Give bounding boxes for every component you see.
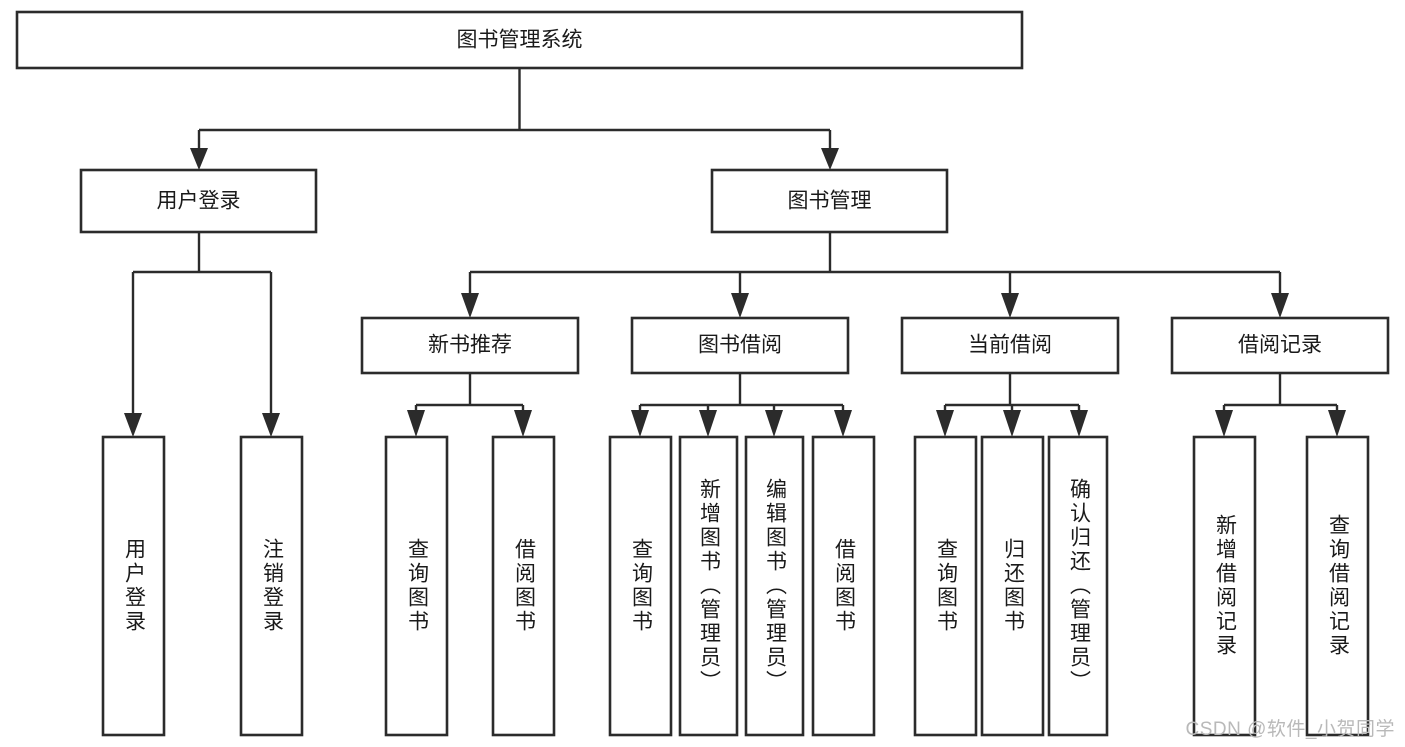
arrowhead-leaf-borrow-book-1 (514, 410, 532, 437)
node-leaf-add-borrow-record[interactable]: 新增借阅记录 (1192, 435, 1257, 737)
arrowhead-new-book-recommend (461, 293, 479, 318)
node-leaf-return-book-box[interactable] (980, 435, 1045, 737)
node-leaf-logout-login-label: 注销登录 (260, 538, 284, 634)
node-leaf-add-book-admin-label: 新增图书（管理员） (697, 478, 721, 694)
node-leaf-edit-book-admin-label: 编辑图书（管理员） (763, 478, 787, 694)
node-book-management[interactable]: 图书管理 (710, 168, 949, 234)
node-leaf-query-book-3[interactable]: 查询图书 (913, 435, 978, 737)
node-leaf-query-book-3-box[interactable] (913, 435, 978, 737)
arrowhead-leaf-query-book-1 (407, 410, 425, 437)
node-leaf-query-borrow-record-label: 查询借阅记录 (1326, 514, 1350, 658)
arrowhead-leaf-edit-book-admin (765, 410, 783, 437)
node-root-box[interactable] (15, 10, 1024, 70)
node-leaf-borrow-book-1-box[interactable] (491, 435, 556, 737)
node-root[interactable]: 图书管理系统 (15, 10, 1024, 70)
node-user-login-box[interactable] (79, 168, 318, 234)
node-leaf-query-book-1-label: 查询图书 (405, 538, 429, 634)
node-leaf-borrow-book-2[interactable]: 借阅图书 (811, 435, 876, 737)
node-leaf-edit-book-admin[interactable]: 编辑图书（管理员） (744, 435, 805, 737)
arrowhead-leaf-query-borrow-record (1328, 410, 1346, 437)
node-book-borrow-label: 图书借阅 (698, 334, 782, 357)
node-leaf-confirm-return-admin-box[interactable] (1047, 435, 1109, 737)
connector-layer (124, 68, 1346, 437)
node-leaf-logout-login-box[interactable] (239, 435, 304, 737)
node-leaf-borrow-book-2-box[interactable] (811, 435, 876, 737)
node-root-label: 图书管理系统 (457, 29, 583, 52)
node-leaf-user-login-label: 用户登录 (122, 538, 146, 634)
node-leaf-borrow-book-1-label: 借阅图书 (512, 538, 536, 634)
node-borrow-record[interactable]: 借阅记录 (1170, 316, 1390, 375)
node-new-book-recommend-label: 新书推荐 (428, 334, 512, 357)
node-leaf-logout-login[interactable]: 注销登录 (239, 435, 304, 737)
node-new-book-recommend-box[interactable] (360, 316, 580, 375)
arrowhead-current-borrow (1001, 293, 1019, 318)
node-new-book-recommend[interactable]: 新书推荐 (360, 316, 580, 375)
arrowhead-userlogin (190, 148, 208, 170)
node-leaf-query-book-1-box[interactable] (384, 435, 449, 737)
node-current-borrow[interactable]: 当前借阅 (900, 316, 1120, 375)
node-leaf-query-book-2-box[interactable] (608, 435, 673, 737)
node-book-management-label: 图书管理 (788, 190, 872, 213)
node-book-borrow-box[interactable] (630, 316, 850, 375)
arrowhead-leaf-query-book-3 (936, 410, 954, 437)
node-book-management-box[interactable] (710, 168, 949, 234)
node-leaf-borrow-book-1[interactable]: 借阅图书 (491, 435, 556, 737)
arrowhead-leaf-return-book (1003, 410, 1021, 437)
node-leaf-return-book[interactable]: 归还图书 (980, 435, 1045, 737)
arrowhead-leaf-add-book-admin (699, 410, 717, 437)
arrowhead-leaf-logout-login (262, 413, 280, 437)
node-book-borrow[interactable]: 图书借阅 (630, 316, 850, 375)
arrowhead-leaf-borrow-book-2 (834, 410, 852, 437)
node-leaf-user-login[interactable]: 用户登录 (101, 435, 166, 737)
node-leaf-add-book-admin[interactable]: 新增图书（管理员） (678, 435, 739, 737)
node-user-login[interactable]: 用户登录 (79, 168, 318, 234)
arrowhead-bookmgmt (821, 148, 839, 170)
arrowhead-borrow-record (1271, 293, 1289, 318)
node-leaf-borrow-book-2-label: 借阅图书 (832, 538, 856, 634)
node-leaf-confirm-return-admin-label: 确认归还（管理员） (1067, 478, 1091, 694)
node-leaf-user-login-box[interactable] (101, 435, 166, 737)
node-borrow-record-label: 借阅记录 (1238, 334, 1322, 357)
node-leaf-add-borrow-record-box[interactable] (1192, 435, 1257, 737)
arrowhead-leaf-user-login (124, 413, 142, 437)
node-leaf-query-book-3-label: 查询图书 (934, 538, 958, 634)
arrowhead-book-borrow (731, 293, 749, 318)
arrowhead-leaf-confirm-return-admin (1070, 410, 1088, 437)
node-leaf-return-book-label: 归还图书 (1001, 538, 1025, 634)
node-leaf-query-book-1[interactable]: 查询图书 (384, 435, 449, 737)
node-current-borrow-box[interactable] (900, 316, 1120, 375)
node-leaf-query-borrow-record-box[interactable] (1305, 435, 1370, 737)
node-leaf-add-book-admin-box[interactable] (678, 435, 739, 737)
arrowhead-leaf-add-borrow-record (1215, 410, 1233, 437)
node-leaf-query-borrow-record[interactable]: 查询借阅记录 (1305, 435, 1370, 737)
arrowhead-leaf-query-book-2 (631, 410, 649, 437)
node-leaf-query-book-2[interactable]: 查询图书 (608, 435, 673, 737)
node-borrow-record-box[interactable] (1170, 316, 1390, 375)
node-current-borrow-label: 当前借阅 (968, 334, 1052, 357)
node-leaf-edit-book-admin-box[interactable] (744, 435, 805, 737)
node-user-login-label: 用户登录 (157, 190, 241, 213)
node-leaf-confirm-return-admin[interactable]: 确认归还（管理员） (1047, 435, 1109, 737)
node-leaf-query-book-2-label: 查询图书 (629, 538, 653, 634)
node-leaf-add-borrow-record-label: 新增借阅记录 (1213, 514, 1237, 658)
